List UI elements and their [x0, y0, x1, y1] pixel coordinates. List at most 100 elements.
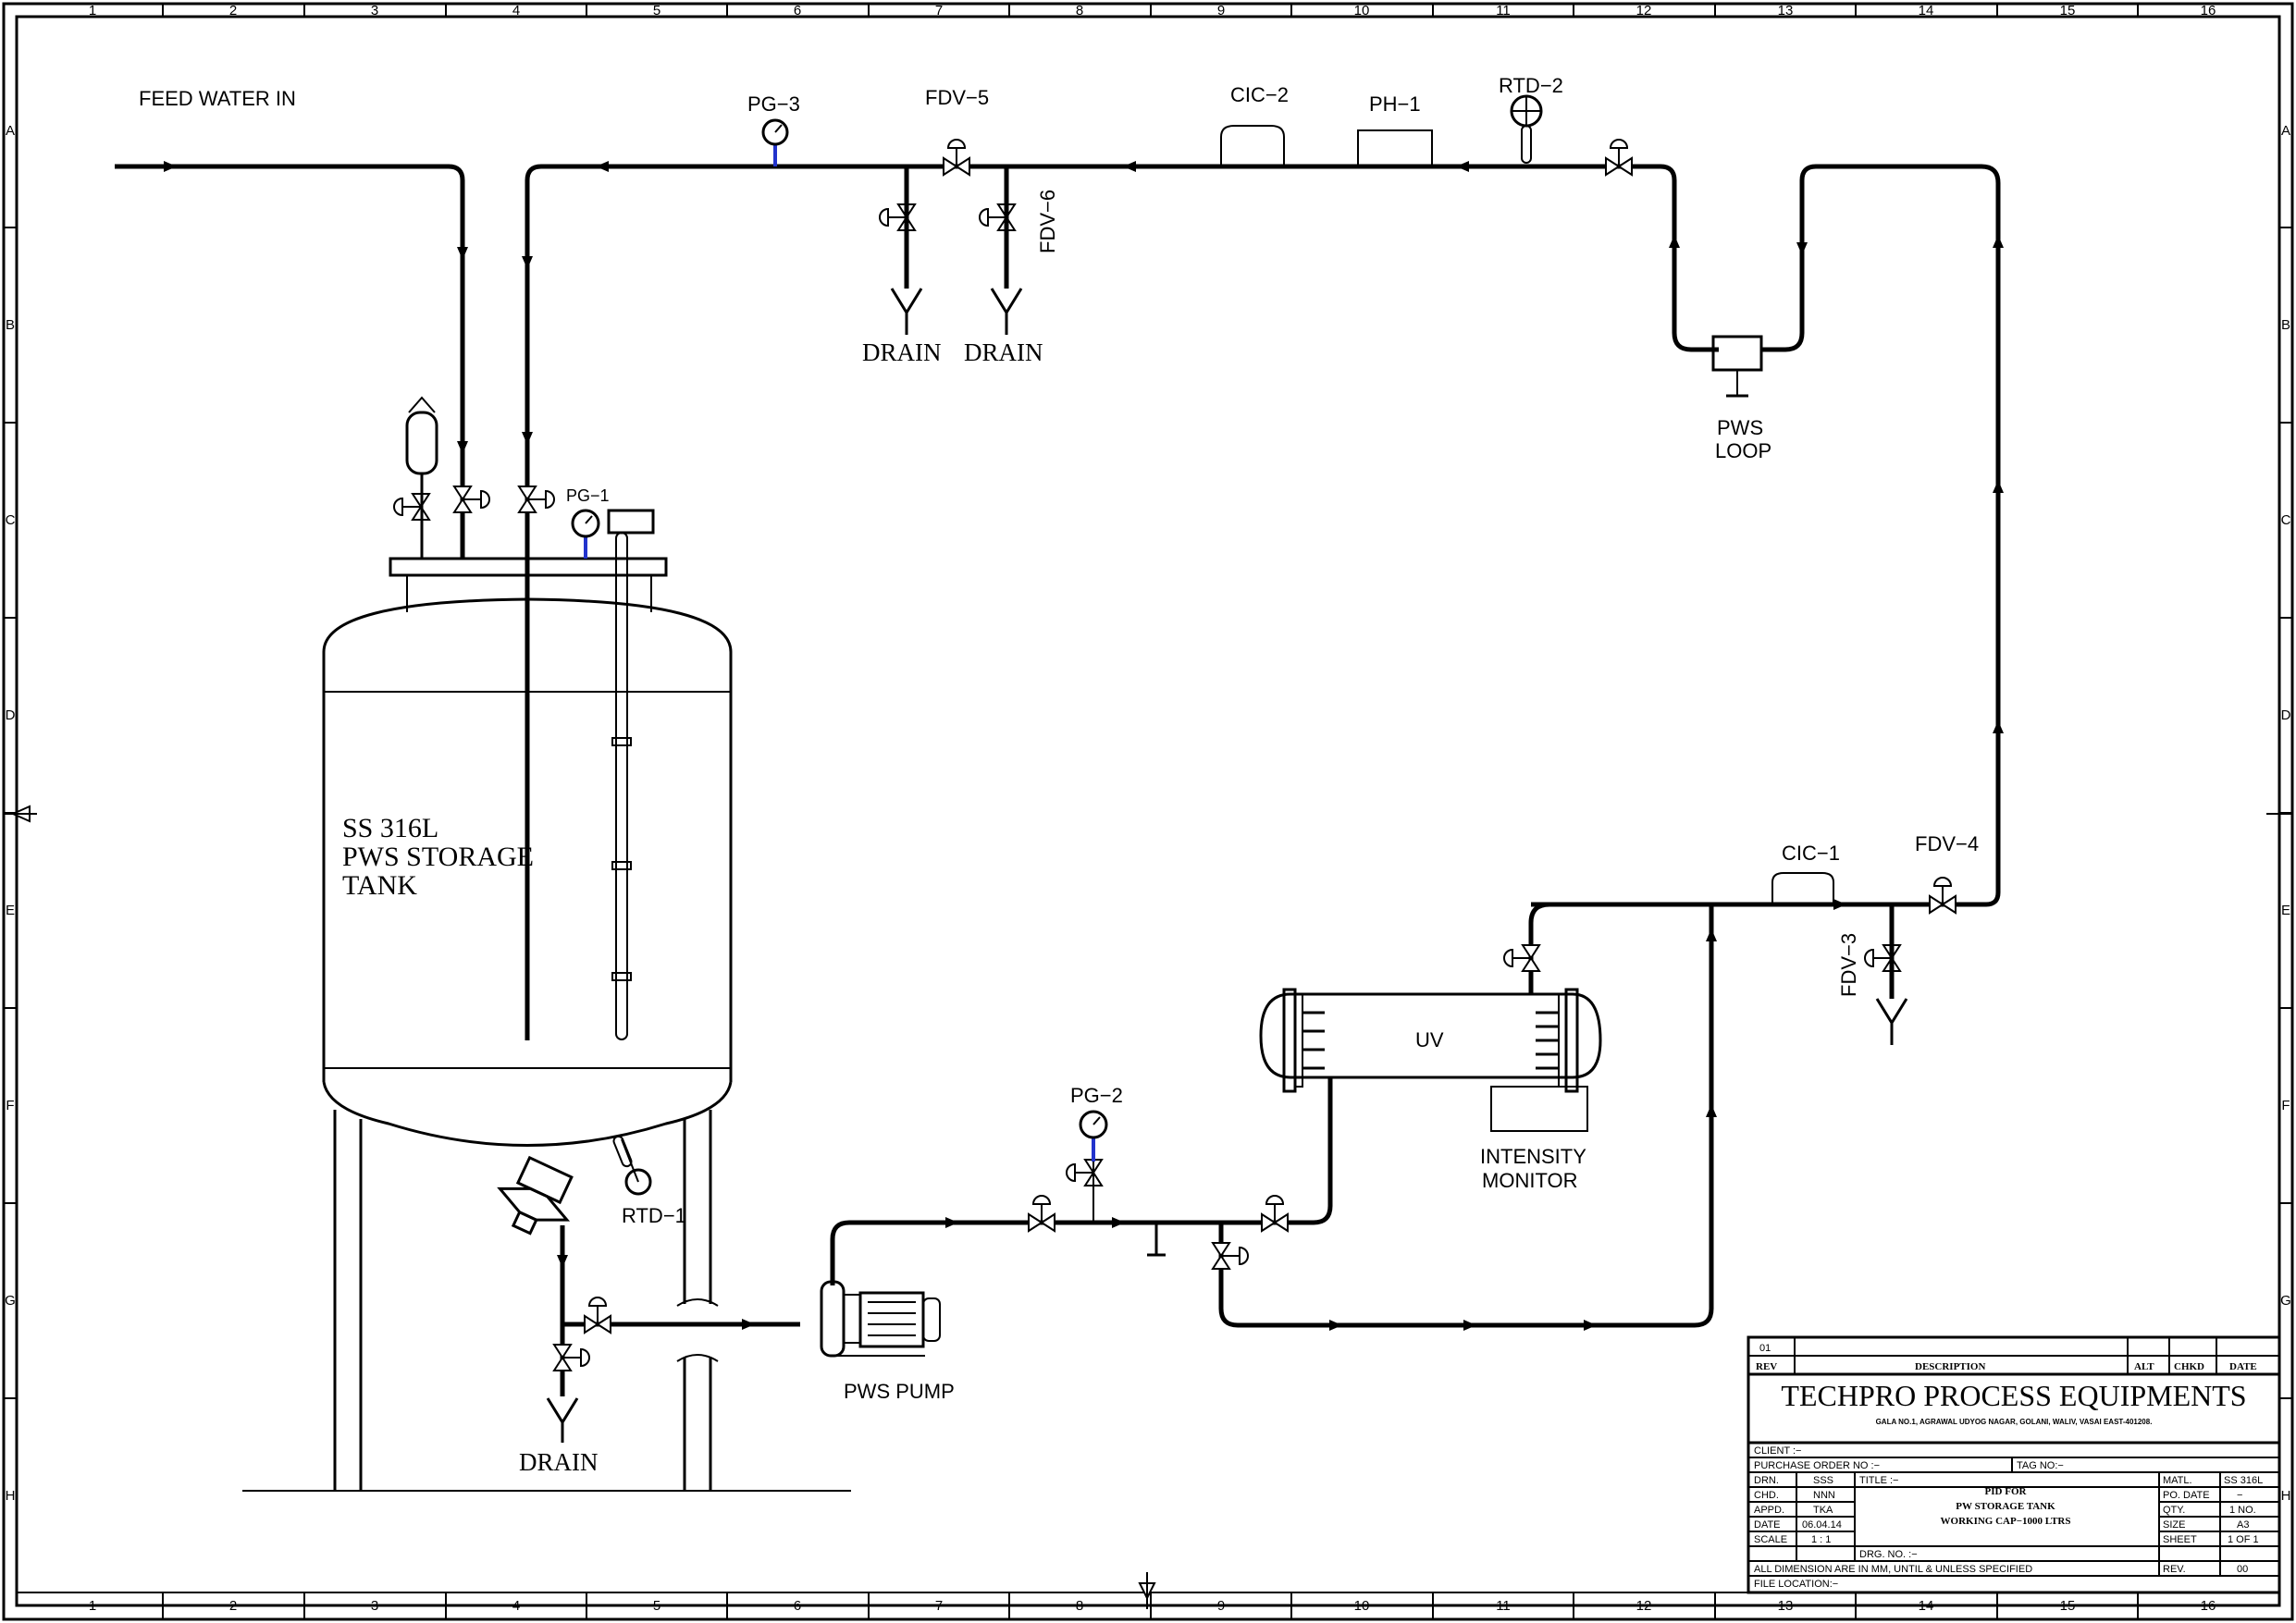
chd-value: NNN — [1813, 1490, 1835, 1501]
col-label-top: 5 — [653, 3, 660, 18]
drawing-title-1: PID FOR — [1985, 1486, 2028, 1497]
pg2-label: PG−2 — [1070, 1084, 1123, 1107]
col-label-bottom: 1 — [89, 1598, 96, 1614]
tank-label-1: SS 316L — [342, 813, 438, 843]
row-label-right: C — [2281, 512, 2291, 528]
valve-return-inlet — [517, 486, 555, 513]
row-label-left: A — [6, 123, 15, 139]
valve-pump-discharge — [1028, 1195, 1055, 1233]
pg3-label: PG−3 — [747, 92, 800, 116]
company-name: TECHPRO PROCESS EQUIPMENTS — [1781, 1379, 2246, 1412]
valve-pg2 — [1066, 1159, 1104, 1187]
pws-loop-label-1: PWS — [1717, 416, 1763, 439]
po-date-key: PO. DATE — [2163, 1490, 2210, 1501]
fdv3-label: FDV−3 — [1837, 933, 1860, 997]
col-label-top: 11 — [1496, 3, 1511, 18]
fdv5-label: FDV−5 — [925, 86, 989, 109]
col-label-bottom: 7 — [935, 1598, 943, 1614]
pg3-gauge — [761, 118, 789, 166]
pws-loop-label-2: LOOP — [1715, 439, 1771, 462]
row-label-left: D — [6, 707, 16, 723]
col-label-top: 14 — [1919, 3, 1934, 18]
col-label-top: 1 — [89, 3, 96, 18]
row-label-right: E — [2281, 903, 2290, 918]
instruments-header — [761, 94, 1543, 167]
rtd2-sensor — [1510, 94, 1543, 164]
ph1-label: PH−1 — [1369, 92, 1421, 116]
drn-key: DRN. — [1754, 1475, 1779, 1486]
frame-ticks — [4, 4, 2292, 1619]
size-key: SIZE — [2163, 1519, 2185, 1531]
row-label-left: H — [6, 1488, 16, 1504]
drain-label: DRAIN — [519, 1448, 599, 1476]
title-key: TITLE :− — [1859, 1475, 1899, 1486]
col-label-bottom: 2 — [229, 1598, 237, 1614]
qty-value: 1 NO. — [2229, 1505, 2256, 1516]
rtd2-label: RTD−2 — [1499, 74, 1563, 97]
rev2-value: 00 — [2237, 1564, 2248, 1575]
col-label-bottom: 9 — [1217, 1598, 1225, 1614]
drain-branches — [546, 166, 1908, 1443]
valve-uv-bypass — [1211, 1242, 1249, 1270]
return-header-line — [522, 161, 1719, 1040]
col-label-top: 2 — [229, 3, 237, 18]
valve-uv-inlet — [1261, 1195, 1289, 1233]
alt-header: ALT — [2134, 1361, 2154, 1372]
intensity-monitor-label-1: INTENSITY — [1480, 1145, 1586, 1168]
col-label-top: 7 — [935, 3, 943, 18]
ph1-sensor — [1357, 129, 1433, 167]
tag-no-field: TAG NO:− — [2017, 1460, 2064, 1471]
drain-label: DRAIN — [862, 338, 942, 366]
valve-uv-outlet — [1503, 944, 1541, 972]
uv-outlet-line — [1218, 899, 1986, 1331]
tank-label-3: TANK — [342, 870, 417, 901]
pws-pump — [820, 1280, 941, 1358]
valve-tank-drain — [552, 1344, 590, 1371]
drawing-title-2: PW STORAGE TANK — [1956, 1501, 2055, 1512]
col-label-bottom: 11 — [1496, 1598, 1511, 1614]
valve-drain-2 — [979, 203, 1017, 231]
date-key: DATE — [1754, 1519, 1781, 1531]
intensity-monitor-label-2: MONITOR — [1482, 1169, 1577, 1192]
col-label-bottom: 15 — [2060, 1598, 2076, 1614]
row-label-right: G — [2280, 1293, 2291, 1309]
date-header: DATE — [2229, 1361, 2257, 1372]
client-field: CLIENT :− — [1754, 1445, 1801, 1457]
col-label-bottom: 3 — [371, 1598, 378, 1614]
sheet-value: 1 OF 1 — [2228, 1534, 2259, 1545]
col-label-top: 3 — [371, 3, 378, 18]
pump-discharge-line — [830, 1077, 1333, 1285]
valve-tank-vent — [393, 493, 431, 521]
description-header: DESCRIPTION — [1915, 1361, 1985, 1372]
row-label-right: D — [2281, 707, 2291, 723]
fdv4-label: FDV−4 — [1915, 832, 1979, 855]
scale-key: SCALE — [1754, 1534, 1787, 1545]
row-label-left: B — [6, 317, 15, 333]
col-label-top: 15 — [2060, 3, 2076, 18]
col-label-top: 13 — [1778, 3, 1794, 18]
drain-label: DRAIN — [964, 338, 1043, 366]
purchase-order-field: PURCHASE ORDER NO :− — [1754, 1460, 1880, 1471]
uv-label: UV — [1415, 1028, 1444, 1051]
date-value: 06.04.14 — [1802, 1519, 1842, 1531]
uv-unit — [1259, 988, 1602, 1132]
loop-right-line — [1531, 164, 2004, 907]
valve-fdv3 — [1864, 944, 1902, 972]
pws-pump-label: PWS PUMP — [844, 1380, 955, 1403]
appd-key: APPD. — [1754, 1505, 1784, 1516]
col-label-top: 4 — [512, 3, 520, 18]
tank-label-2: PWS STORAGE — [342, 842, 534, 872]
col-label-bottom: 8 — [1076, 1598, 1083, 1614]
size-value: A3 — [2237, 1519, 2249, 1531]
scale-value: 1 : 1 — [1811, 1534, 1831, 1545]
row-label-left: E — [6, 903, 15, 918]
valve-fdv5 — [943, 139, 970, 177]
row-label-right: A — [2281, 123, 2290, 139]
col-label-top: 12 — [1636, 3, 1652, 18]
cic1-sensor — [1771, 872, 1834, 904]
pws-loop-point — [1711, 335, 1763, 398]
cic2-label: CIC−2 — [1230, 83, 1289, 106]
row-label-right: B — [2281, 317, 2290, 333]
